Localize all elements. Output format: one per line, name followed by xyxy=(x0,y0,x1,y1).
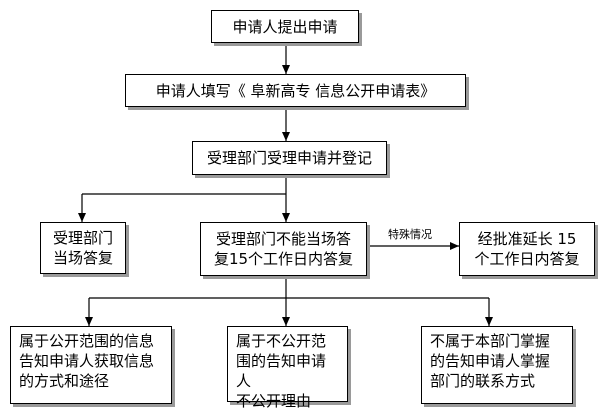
node-register-text: 受理部门受理申请并登记 xyxy=(206,149,372,167)
node-not-owned-line-2: 的告知申请人掌握 xyxy=(430,352,551,370)
node-delayed-line-1: 受理部门不能当场答 xyxy=(215,230,351,248)
node-fill-form-text: 申请人填写《 阜新高专 信息公开申请表》 xyxy=(155,81,436,100)
node-public-line-3: 的方式和途径 xyxy=(19,372,110,390)
node-not-public-line-1: 属于不公开范 xyxy=(236,332,327,350)
node-not-public-line-3: 不公开理由 xyxy=(236,392,312,410)
node-not-owned: 不属于本部门掌握 的告知申请人掌握 部门的联系方式 xyxy=(421,326,573,404)
node-register: 受理部门受理申请并登记 xyxy=(192,141,387,175)
node-fill-form: 申请人填写《 阜新高专 信息公开申请表》 xyxy=(125,74,466,107)
node-immediate-line-1: 受理部门 xyxy=(52,229,113,247)
node-public: 属于公开范围的信息 告知申请人获取信息 的方式和途径 xyxy=(10,326,172,404)
node-not-public: 属于不公开范 围的告知申请人 不公开理由 xyxy=(227,326,348,410)
node-apply-text: 申请人提出申请 xyxy=(232,17,338,36)
node-public-line-1: 属于公开范围的信息 xyxy=(19,332,155,350)
node-not-owned-line-1: 不属于本部门掌握 xyxy=(430,332,551,350)
node-delayed-line-2: 复15个工作日内答复 xyxy=(213,250,354,268)
node-apply: 申请人提出申请 xyxy=(211,10,359,43)
node-not-owned-line-3: 部门的联系方式 xyxy=(430,372,536,390)
node-extended: 经批准延长 15 个工作日内答复 xyxy=(459,222,595,276)
node-extended-line-1: 经批准延长 15 xyxy=(477,230,577,248)
node-extended-line-2: 个工作日内答复 xyxy=(474,250,580,268)
edge-label-special: 特殊情况 xyxy=(388,228,432,241)
node-immediate: 受理部门 当场答复 xyxy=(40,222,126,274)
node-immediate-line-2: 当场答复 xyxy=(52,249,113,267)
node-not-public-line-2: 围的告知申请人 xyxy=(236,352,327,390)
node-delayed: 受理部门不能当场答 复15个工作日内答复 xyxy=(200,222,367,276)
node-public-line-2: 告知申请人获取信息 xyxy=(19,352,155,370)
